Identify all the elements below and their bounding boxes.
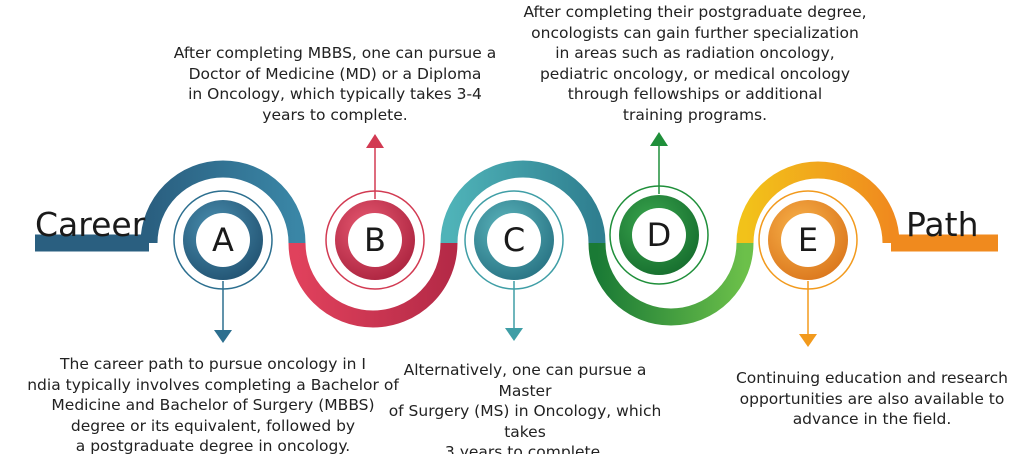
step-c-arrow-down-icon — [505, 328, 523, 341]
ribbon-arc-c — [440, 160, 606, 244]
step-c-description: Alternatively, one can pursue a Master o… — [380, 360, 670, 454]
step-d-line: oncologists can gain further specializat… — [531, 23, 859, 42]
ribbon-arc-e — [736, 161, 900, 244]
step-d-arrow-up-icon — [650, 132, 668, 146]
step-b-line: years to complete. — [262, 105, 408, 124]
step-e-node: E — [758, 190, 858, 347]
step-c-line: Alternatively, one can pursue a Master — [403, 361, 647, 400]
step-c-line: of Surgery (MS) in Oncology, which takes — [388, 402, 662, 441]
ribbon-arc-d — [588, 242, 754, 326]
step-b-line: After completing MBBS, one can pursue a — [173, 44, 497, 62]
step-c-line: 3 years to complete. — [444, 443, 606, 454]
step-b-letter: B — [364, 221, 386, 259]
step-a-letter: A — [212, 221, 234, 259]
path-label: Path — [906, 205, 979, 244]
step-b-inner-disc — [348, 213, 402, 267]
step-a-inner-disc — [196, 213, 250, 267]
step-d-description: After completing their postgraduate degr… — [490, 2, 900, 125]
ribbon — [35, 160, 998, 328]
step-d-line: After completing their postgraduate degr… — [523, 3, 867, 21]
step-c-node: C — [464, 190, 564, 341]
step-a-line: Medicine and Bachelor of Surgery (MBBS) — [51, 396, 375, 414]
step-c-inner-disc — [487, 213, 541, 267]
step-a-line: ndia typically involves completing a Bac… — [27, 375, 399, 394]
step-d-inner-disc — [632, 208, 686, 262]
ribbon-arc-a — [140, 160, 306, 244]
step-d-line: through fellowships or additional — [567, 85, 823, 103]
step-e-arrow-down-icon — [799, 334, 817, 347]
step-a-node: A — [173, 190, 273, 343]
step-d-line: pediatric oncology, or medical oncology — [539, 64, 851, 83]
step-d-line: in areas such as radiation oncology, — [555, 44, 835, 62]
step-d-letter: D — [647, 216, 672, 254]
step-a-line: The career path to pursue oncology in I — [60, 355, 366, 373]
step-b-description: After completing MBBS, one can pursue a … — [150, 43, 520, 125]
step-e-line: advance in the field. — [792, 410, 952, 428]
ribbon-arc-b — [288, 242, 458, 328]
step-a-description: The career path to pursue oncology in I … — [8, 354, 418, 454]
step-e-line: opportunities are also available to — [739, 389, 1005, 408]
step-e-line: Continuing education and research — [735, 369, 1009, 387]
step-e-description: Continuing education and research opport… — [724, 368, 1020, 430]
step-b-node: B — [325, 134, 425, 290]
step-b-line: Doctor of Medicine (MD) or a Diploma — [188, 64, 482, 83]
step-d-line: training programs. — [622, 105, 768, 124]
step-b-line: in Oncology, which typically takes 3-4 — [188, 85, 482, 103]
step-e-letter: E — [798, 221, 818, 259]
step-c-letter: C — [503, 221, 525, 259]
step-a-line: a postgraduate degree in oncology. — [75, 437, 351, 454]
step-a-line: degree or its equivalent, followed by — [70, 416, 356, 435]
step-e-inner-disc — [781, 213, 835, 267]
step-a-arrow-down-icon — [214, 330, 232, 343]
step-b-arrow-up-icon — [366, 134, 384, 148]
step-d-node: D — [609, 132, 709, 285]
career-label: Career — [35, 205, 146, 244]
